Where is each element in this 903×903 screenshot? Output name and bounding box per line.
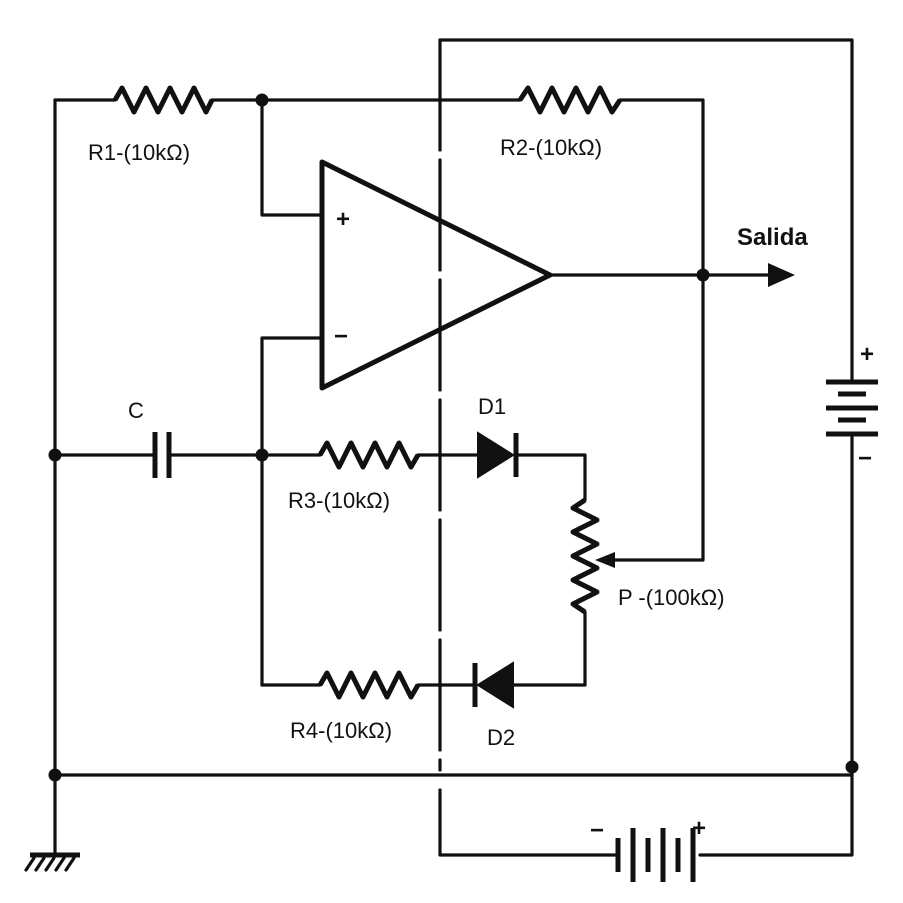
r3-label: R3-(10kΩ) [288,488,390,513]
junction-dot [48,768,62,782]
diode-d1 [477,431,587,502]
diode-d2 [472,661,587,709]
resistor-r4 [260,670,475,700]
output-wire [548,263,795,287]
resistor-r2 [517,85,705,277]
d1-label: D1 [478,394,506,419]
opamp-plus-sign: + [336,206,350,233]
capacitor-label: C [128,398,144,423]
bottom-supply-wire [438,788,617,857]
battery-bottom-minus: − [590,817,604,844]
battery-right [826,379,878,437]
opamp-triangle [319,159,553,391]
output-label: Salida [737,224,808,251]
resistor-r1 [53,85,522,115]
opamp-minus-sign: − [334,323,348,350]
battery-right-minus: − [858,445,872,472]
battery-bottom-plus: + [692,815,706,842]
d2-label: D2 [487,725,515,750]
r2-label: R2-(10kΩ) [500,135,602,160]
battery-bottom [615,828,696,882]
potentiometer-p [570,273,705,687]
minus-input-wire [260,336,324,687]
r4-label: R4-(10kΩ) [290,718,392,743]
junction-dot [48,448,62,462]
resistor-r3 [260,440,480,470]
right-supply-wire [438,38,854,857]
junction-dot [255,93,269,107]
plus-input-wire [260,98,324,217]
capacitor-c [53,432,264,478]
r1-label: R1-(10kΩ) [88,140,190,165]
potentiometer-label: P -(100kΩ) [618,585,725,610]
ground-icon [24,852,80,872]
battery-right-plus: + [860,341,874,368]
